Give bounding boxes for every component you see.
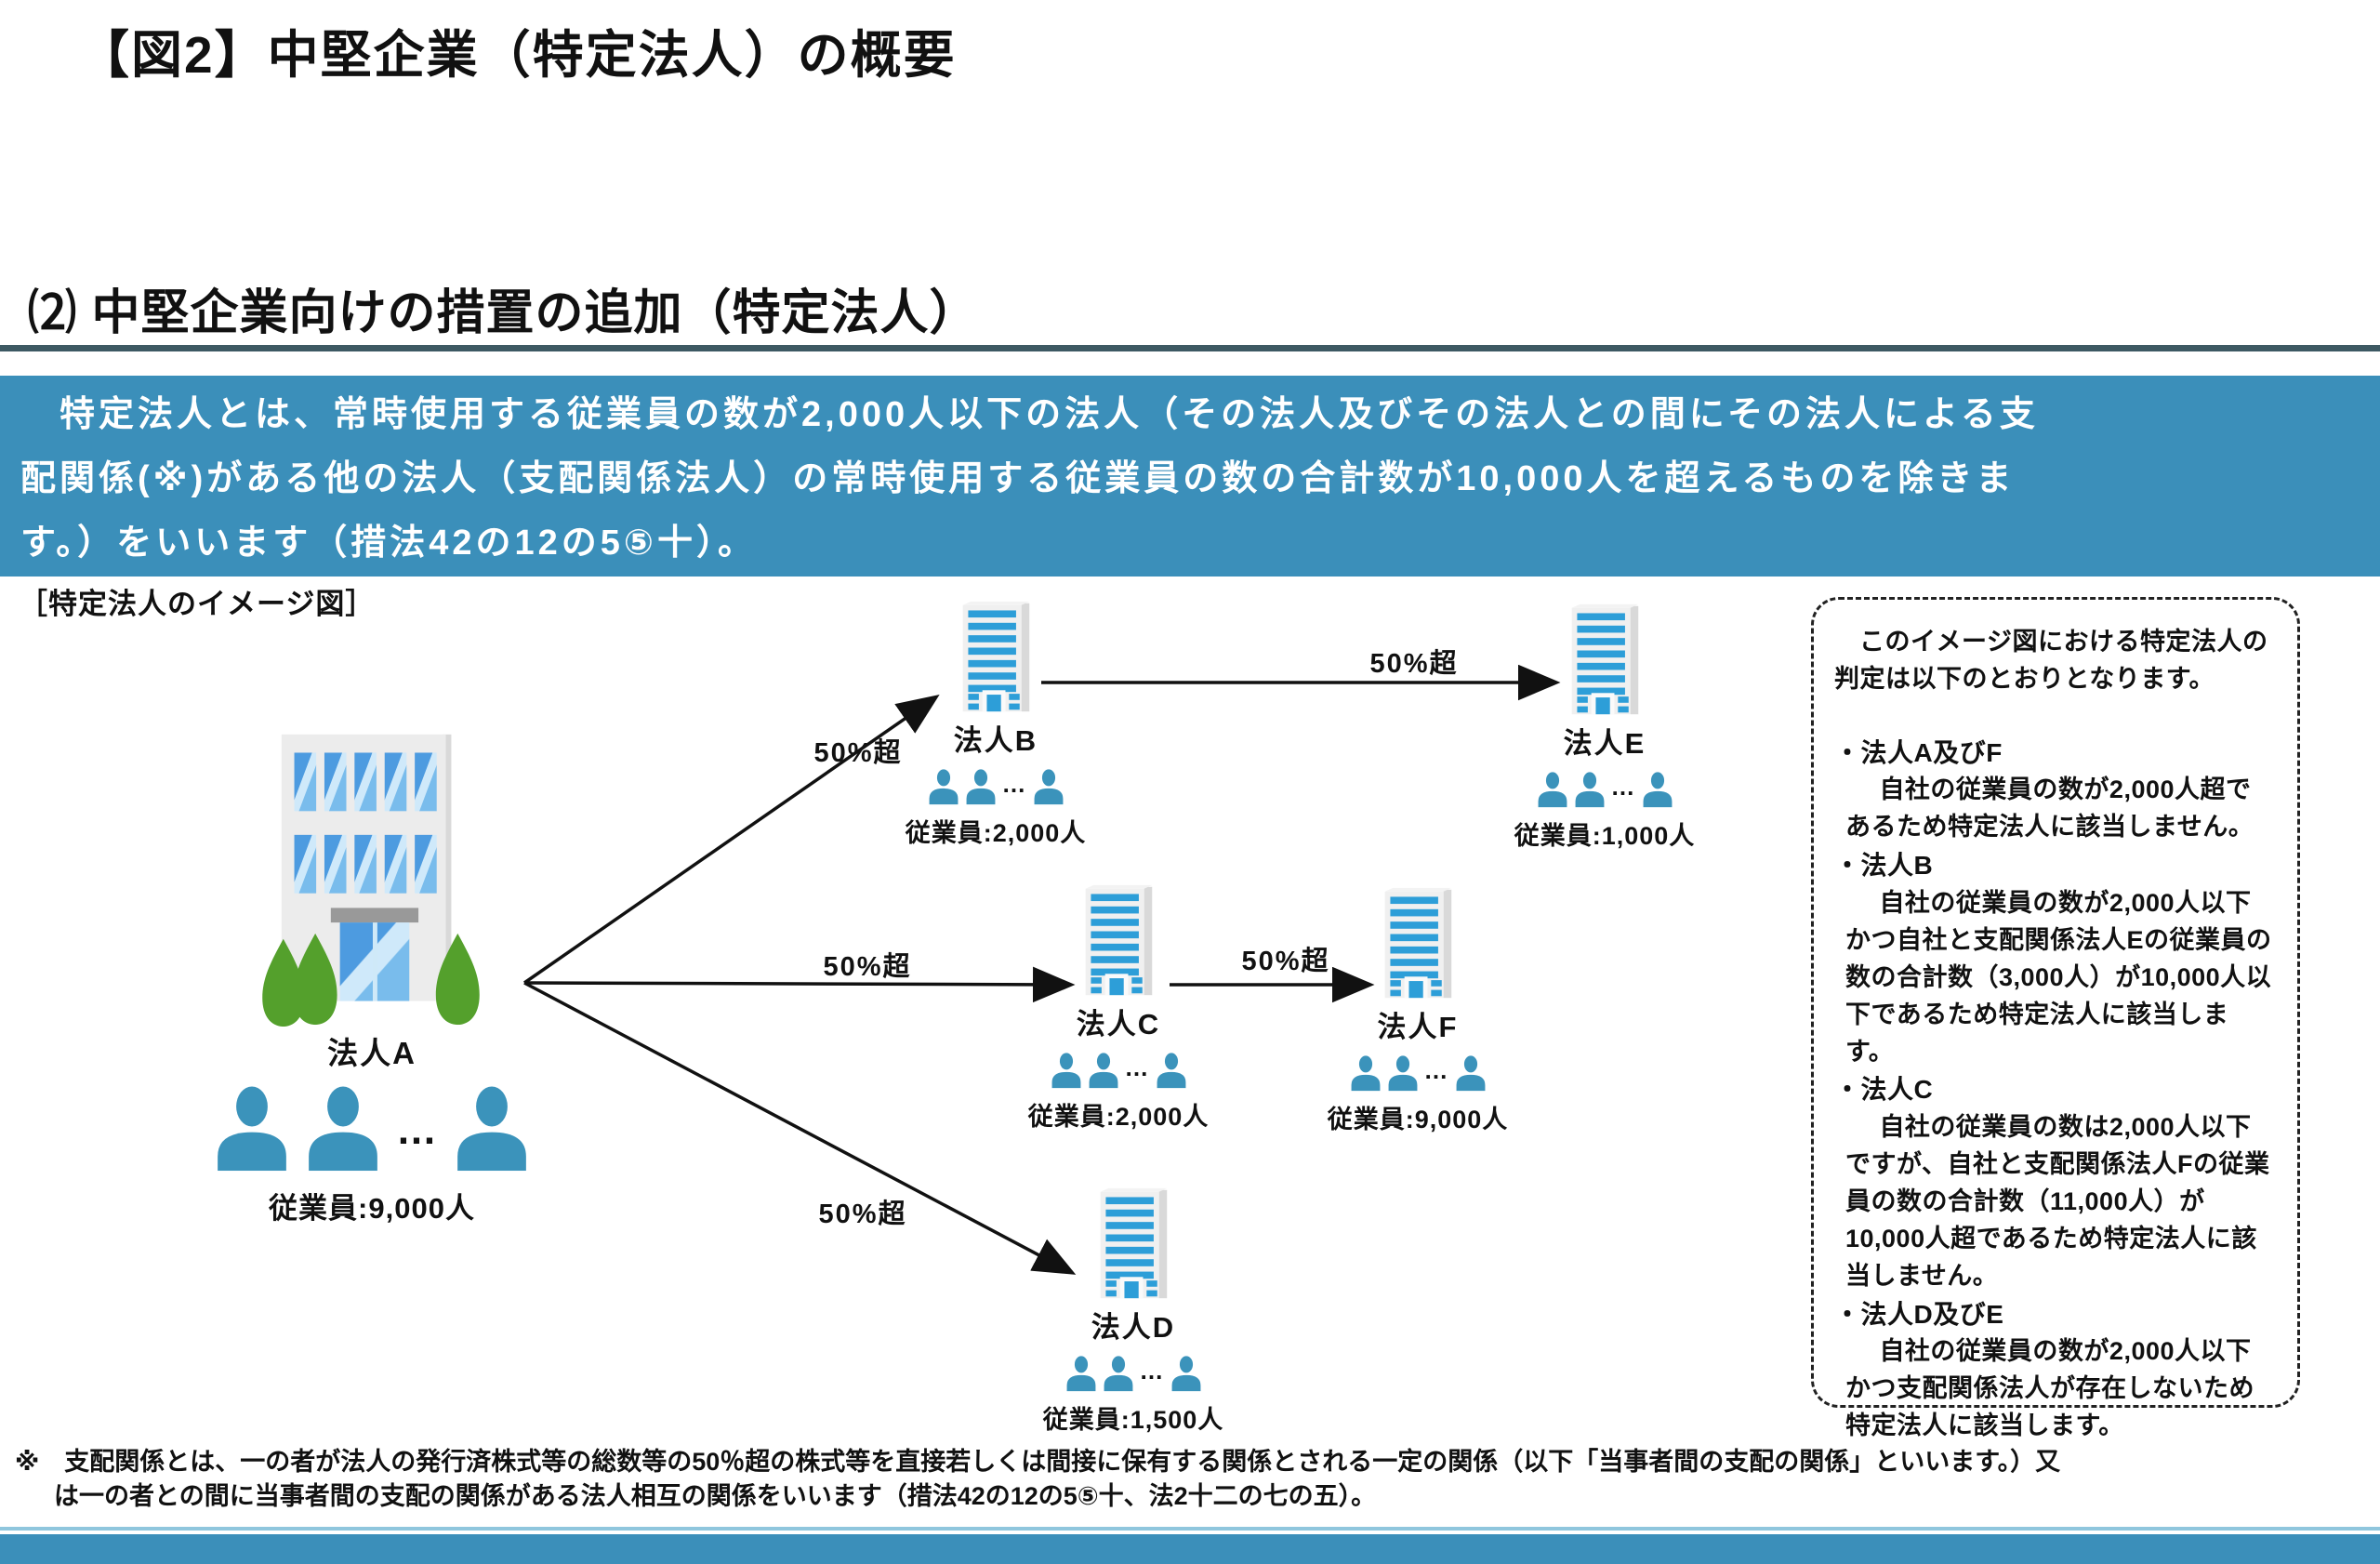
judgement-item-body: 自社の従業員の数は2,000人以下ですが、自社と支配関係法人Fの従業員の数の合計… [1845, 1112, 2270, 1290]
entity-name: 法人C [1076, 1008, 1161, 1040]
employee-count: 従業員:9,000人 [269, 1192, 475, 1225]
person-icon [1170, 1353, 1203, 1394]
ellipsis-dots: … [1610, 773, 1636, 801]
ellipsis-dots: … [1001, 770, 1027, 798]
section-heading: ⑵ 中堅企業向けの措置の追加（特定法人） [28, 286, 979, 340]
tower-building-icon [1078, 883, 1158, 999]
arrow-label-a-to-c: 50%超 [823, 952, 912, 982]
person-icon [1454, 1053, 1488, 1093]
judgement-intro: このイメージ図における特定法人の判定は以下のとおりとなります。 [1834, 628, 2268, 693]
bottom-bar [0, 1534, 2380, 1564]
entity-name: 法人A [327, 1036, 416, 1070]
person-icon [452, 1080, 532, 1175]
employee-count: 従業員:9,000人 [1327, 1106, 1509, 1133]
person-icon [212, 1080, 292, 1175]
person-icon [1087, 1050, 1120, 1091]
entity-corp-a: 法人A … 従業員:9,000人 [209, 727, 535, 1226]
person-icon [1536, 769, 1569, 810]
entity-corp-e: 法人E … 従業員:1,000人 [1498, 603, 1712, 852]
arrow-label-c-to-f: 50%超 [1241, 947, 1330, 976]
figure-label: ［特定法人のイメージ図］ [19, 588, 376, 620]
person-icon [1050, 1050, 1083, 1091]
entity-corp-b: 法人B … 従業員:2,000人 [889, 600, 1103, 849]
footnote-line: は一の者との間に当事者間の支配の関係がある法人相互の関係をいいます（措法42の1… [54, 1482, 1377, 1511]
judgement-item: ・法人B 自社の従業員の数が2,000人以下かつ自社と支配関係法人Eの従業員の数… [1834, 846, 2275, 1070]
banner-line: 配関係(※)がある他の法人（支配関係法人）の常時使用する従業員の数の合計数が10… [20, 459, 2016, 498]
person-icon [927, 766, 960, 807]
employees-icon: … [1048, 1050, 1190, 1091]
entity-corp-c: 法人C … 従業員:2,000人 [1012, 883, 1225, 1133]
arrow-label-b-to-e: 50%超 [1369, 649, 1459, 679]
judgement-item: ・法人D及びE 自社の従業員の数が2,000人以下かつ支配関係法人が存在しないた… [1834, 1295, 2275, 1445]
employee-count: 従業員:1,000人 [1514, 822, 1696, 850]
judgement-item-heading: ・法人B [1834, 851, 1934, 881]
ellipsis-dots: … [1124, 1054, 1150, 1081]
judgement-note-box: このイメージ図における特定法人の判定は以下のとおりとなります。 ・法人A及びF … [1811, 597, 2300, 1439]
entity-corp-d: 法人D … 従業員:1,500人 [1026, 1186, 1240, 1436]
heading-underline [0, 345, 2380, 351]
person-icon [303, 1080, 383, 1175]
definition-banner: 特定法人とは、常時使用する従業員の数が2,000人以下の法人（その法人及びその法… [0, 376, 2380, 577]
bottom-accent-line [0, 1527, 2380, 1531]
person-icon [1349, 1053, 1382, 1093]
person-icon [1573, 769, 1606, 810]
tower-building-icon [956, 600, 1036, 715]
judgement-item: ・法人C 自社の従業員の数は2,000人以下ですが、自社と支配関係法人Fの従業員… [1834, 1070, 2275, 1294]
ellipsis-dots: … [396, 1107, 439, 1153]
person-icon [1102, 1353, 1135, 1394]
entity-corp-f: 法人F … 従業員:9,000人 [1311, 886, 1525, 1135]
judgement-item: ・法人A及びF 自社の従業員の数が2,000人超であるため特定法人に該当しません… [1834, 734, 2275, 846]
judgement-item-heading: ・法人C [1834, 1075, 1934, 1105]
tower-building-icon [1093, 1186, 1173, 1302]
entity-name: 法人F [1377, 1011, 1459, 1043]
banner-line: 特定法人とは、常時使用する従業員の数が2,000人以下の法人（その法人及びその法… [20, 395, 2039, 434]
person-icon [964, 766, 998, 807]
ellipsis-dots: … [1423, 1056, 1449, 1084]
employee-count: 従業員:1,500人 [1042, 1406, 1224, 1434]
employees-icon: … [1063, 1353, 1205, 1394]
judgement-item-body: 自社の従業員の数が2,000人以下かつ支配関係法人が存在しないため特定法人に該当… [1845, 1337, 2254, 1439]
page-title: 【図2】中堅企業（特定法人）の概要 [78, 26, 957, 84]
footnote: ※ 支配関係とは、一の者が法人の発行済株式等の総数等の50％超の株式等を直接若し… [15, 1445, 2371, 1515]
arrow-label-a-to-b: 50%超 [813, 738, 903, 768]
judgement-item-body: 自社の従業員の数が2,000人超であるため特定法人に該当しません。 [1845, 775, 2254, 842]
entity-name: 法人E [1563, 727, 1646, 760]
footnote-line: ※ 支配関係とは、一の者が法人の発行済株式等の総数等の50％超の株式等を直接若し… [15, 1448, 2061, 1476]
judgement-item-heading: ・法人D及びE [1834, 1299, 2004, 1329]
office-building-icon [262, 734, 480, 1027]
employee-count: 従業員:2,000人 [1027, 1103, 1210, 1131]
entity-name: 法人D [1091, 1311, 1176, 1344]
employees-icon: … [925, 766, 1067, 807]
judgement-item-heading: ・法人A及びF [1834, 737, 2003, 767]
employees-icon: … [1534, 769, 1676, 810]
judgement-item-body: 自社の従業員の数が2,000人以下かつ自社と支配関係法人Eの従業員の数の合計数（… [1845, 888, 2272, 1066]
person-icon [1386, 1053, 1420, 1093]
person-icon [1155, 1050, 1188, 1091]
ellipsis-dots: … [1139, 1357, 1165, 1385]
tower-building-icon [1378, 886, 1458, 1001]
person-icon [1032, 766, 1065, 807]
person-icon [1064, 1353, 1098, 1394]
employees-icon: … [206, 1080, 537, 1175]
tower-building-icon [1565, 603, 1645, 718]
arrow-label-a-to-d: 50%超 [818, 1200, 907, 1229]
employee-count: 従業員:2,000人 [905, 819, 1087, 847]
banner-line: す。）をいいます（措法42の12の5⑤十）。 [20, 524, 758, 563]
person-icon [1641, 769, 1674, 810]
employees-icon: … [1347, 1053, 1489, 1093]
entity-name: 法人B [953, 724, 1038, 757]
